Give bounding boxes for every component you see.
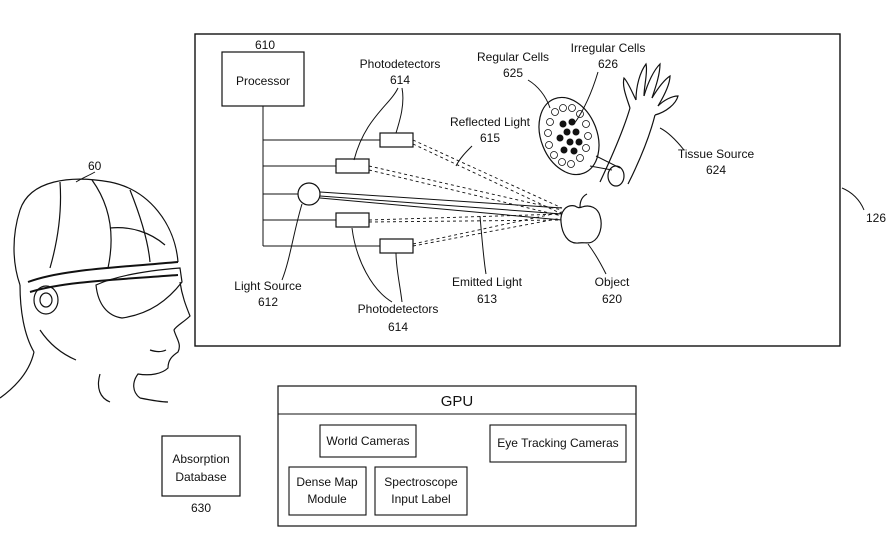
- headset-ref: 60: [88, 159, 102, 173]
- panel-ref: 126: [866, 211, 886, 225]
- dense-map-module-line2: Module: [307, 492, 347, 506]
- object-ref: 620: [602, 292, 622, 306]
- spectroscope-line2: Input Label: [391, 492, 450, 506]
- emitted-light-leader: [479, 215, 487, 275]
- processor-label: Processor: [236, 74, 290, 88]
- tissue-source-ref: 624: [706, 163, 726, 177]
- object-label: Object: [595, 275, 630, 289]
- light-source-label: Light Source: [234, 279, 302, 293]
- world-cameras-label: World Cameras: [326, 434, 409, 448]
- irregular-cells-ref: 626: [598, 57, 618, 71]
- photodetector-3: [335, 212, 370, 228]
- light-source-circle: [297, 182, 321, 206]
- dense-map-module-line1: Dense Map: [296, 475, 358, 489]
- head-illustration: [0, 178, 191, 403]
- eye-tracking-cameras-box: [489, 424, 627, 463]
- main-panel: [194, 33, 841, 347]
- spectroscope-line1: Spectroscope: [384, 475, 458, 489]
- gpu-box: [277, 385, 637, 527]
- headset-ref-leader: [75, 171, 96, 183]
- tissue-source-leader: [659, 127, 685, 151]
- object-apple: [560, 193, 602, 244]
- emitted-light-label: Emitted Light: [452, 275, 523, 289]
- reflected-light-ref: 615: [480, 131, 500, 145]
- reflected-light-leader: [455, 145, 473, 167]
- spectroscope-input-label-box: [374, 466, 468, 516]
- regular-cells-ref: 625: [503, 66, 523, 80]
- light-source-leader: [281, 203, 303, 281]
- absorption-database-ref: 630: [191, 501, 211, 515]
- absorption-database-box: [161, 435, 241, 497]
- cell-magnifier: [538, 96, 621, 176]
- photodetector-1: [379, 132, 414, 148]
- photodetectors-bottom-label: Photodetectors: [358, 302, 439, 316]
- light-source-ref: 612: [258, 295, 278, 309]
- object-leader: [587, 243, 607, 275]
- photodetectors-bottom-leaders: [351, 227, 403, 303]
- reflected-light-rays: [368, 139, 563, 247]
- irregular-cells-label: Irregular Cells: [571, 41, 646, 55]
- arm-hand: [599, 62, 679, 187]
- photodetector-2: [335, 158, 370, 174]
- reflected-light-label: Reflected Light: [450, 115, 531, 129]
- photodetectors-bottom-ref: 614: [388, 320, 408, 334]
- regular-cells-label: Regular Cells: [477, 50, 549, 64]
- absorption-database-line1: Absorption: [172, 452, 229, 466]
- photodetectors-top-label: Photodetectors: [360, 57, 441, 71]
- photodetectors-top-ref: 614: [390, 73, 410, 87]
- wiring: [262, 106, 380, 247]
- irregular-cells-leader: [573, 71, 599, 125]
- world-cameras-box: [319, 424, 417, 458]
- gpu-title: GPU: [441, 393, 474, 410]
- regular-cells-leader: [527, 79, 551, 109]
- eye-tracking-cameras-label: Eye Tracking Cameras: [497, 436, 618, 450]
- panel-ref-leader: [841, 187, 865, 211]
- tissue-source-label: Tissue Source: [678, 147, 755, 161]
- absorption-database-line2: Database: [175, 470, 227, 484]
- photodetector-4: [379, 238, 414, 254]
- emitted-light-rays: [319, 191, 563, 221]
- processor-box: [221, 51, 305, 107]
- processor-ref: 610: [255, 38, 275, 52]
- emitted-light-ref: 613: [477, 292, 497, 306]
- dense-map-module-box: [288, 466, 367, 516]
- photodetectors-top-leaders: [353, 87, 404, 161]
